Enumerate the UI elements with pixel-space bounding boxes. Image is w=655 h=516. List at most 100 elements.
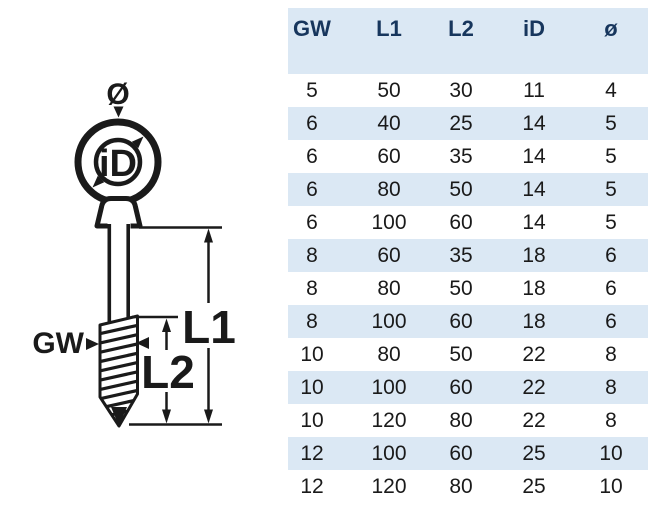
table-cell: 50: [377, 79, 401, 102]
table-cell: 8: [605, 409, 617, 432]
table-cell: 120: [371, 475, 407, 498]
table-row: 10 100 60 22 8: [288, 371, 648, 404]
table-cell: 100: [371, 376, 407, 399]
table-cell: 22: [522, 376, 546, 399]
table-row: 10 120 80 22 8: [288, 404, 648, 437]
table-cell: 50: [449, 343, 473, 366]
table-cell: 50: [449, 178, 473, 201]
table-row: 6 80 50 14 5: [288, 173, 648, 206]
table-cell: 6: [306, 178, 318, 201]
column-header-id: iD: [523, 16, 545, 41]
table-cell: 60: [449, 211, 473, 234]
table-cell: 80: [449, 475, 473, 498]
table-cell: 18: [522, 244, 546, 267]
table-cell: 8: [605, 343, 617, 366]
id-arrow-upper-icon: [131, 136, 144, 149]
diameter-arrow-icon: [113, 106, 124, 118]
table-cell: 80: [449, 409, 473, 432]
table-cell: 30: [449, 79, 473, 102]
table-cell: 6: [306, 112, 318, 135]
table-cell: 5: [605, 145, 617, 168]
table-row: 8 80 50 18 6: [288, 272, 648, 305]
table-cell: 35: [449, 244, 473, 267]
table-cell: 120: [371, 409, 407, 432]
outer-diameter-label: Ø: [106, 78, 129, 111]
table-cell: 80: [377, 343, 401, 366]
column-header-gw: GW: [293, 16, 331, 41]
table-cell: 80: [377, 277, 401, 300]
table-cell: 100: [371, 211, 407, 234]
table-row: 8 100 60 18 6: [288, 305, 648, 338]
column-header-l2: L2: [448, 16, 474, 41]
table-cell: 60: [377, 145, 401, 168]
table-cell: 80: [377, 178, 401, 201]
table-cell: 6: [306, 211, 318, 234]
gw-arrow-left-icon: [86, 338, 99, 350]
table-cell: 8: [605, 376, 617, 399]
collar-outline: [94, 196, 143, 229]
table-cell: 10: [300, 409, 324, 432]
length-l2-label: L2: [141, 346, 195, 398]
table-row: 6 100 60 14 5: [288, 206, 648, 239]
inner-diameter-label: iD: [99, 143, 137, 185]
eye-hole-outline: [93, 137, 143, 187]
table-cell: 6: [306, 145, 318, 168]
table-cell: 12: [300, 475, 324, 498]
table-cell: 10: [599, 475, 623, 498]
l1-arrow-down-icon: [204, 409, 213, 424]
table-cell: 14: [522, 178, 546, 201]
table-cell: 5: [605, 112, 617, 135]
table-cell: 8: [306, 277, 318, 300]
table-cell: 14: [522, 112, 546, 135]
table-cell: 5: [306, 79, 318, 102]
table-cell: 60: [449, 310, 473, 333]
table-cell: 5: [605, 178, 617, 201]
eye-bolt-diagram: Ø iD GW L1 L2: [32, 78, 236, 428]
table-cell: 6: [605, 310, 617, 333]
table-cell: 10: [300, 376, 324, 399]
table-cell: 14: [522, 211, 546, 234]
table-cell: 60: [377, 244, 401, 267]
table-cell: 60: [449, 376, 473, 399]
l2-arrow-down-icon: [162, 409, 171, 424]
table-cell: 100: [371, 310, 407, 333]
table-cell: 18: [522, 277, 546, 300]
screw-tip: [111, 407, 127, 426]
table-cell: 25: [522, 475, 546, 498]
table-row: 8 60 35 18 6: [288, 239, 648, 272]
id-arrow-lower-icon: [92, 175, 105, 188]
table-cell: 100: [371, 442, 407, 465]
table-cell: 35: [449, 145, 473, 168]
table-cell: 12: [300, 442, 324, 465]
table-row: 12 120 80 25 10: [288, 470, 648, 503]
table-cell: 60: [449, 442, 473, 465]
column-header-l1: L1: [376, 16, 402, 41]
table-cell: 11: [523, 79, 545, 102]
shank-body: [107, 223, 131, 323]
table-cell: 25: [522, 442, 546, 465]
l1-arrow-up-icon: [204, 228, 213, 243]
table-cell: 25: [449, 112, 473, 135]
table-cell: 50: [449, 277, 473, 300]
table-cell: 10: [599, 442, 623, 465]
table-cell: 5: [605, 211, 617, 234]
column-header-diameter: ø: [604, 16, 618, 41]
table-cell: 6: [605, 244, 617, 267]
table-cell: 22: [522, 409, 546, 432]
table-cell: 6: [605, 277, 617, 300]
l2-arrow-up-icon: [162, 318, 171, 332]
gw-arrow-right-icon: [136, 337, 149, 349]
table-row: 6 60 35 14 5: [288, 140, 648, 173]
table-cell: 8: [306, 310, 318, 333]
table-row: 12 100 60 25 10: [288, 437, 648, 470]
table-cell: 14: [522, 145, 546, 168]
table-header: GW L1 L2 iD ø: [288, 8, 648, 74]
table-cell: 8: [306, 244, 318, 267]
table-cell: 18: [522, 310, 546, 333]
length-l1-label: L1: [182, 301, 236, 353]
